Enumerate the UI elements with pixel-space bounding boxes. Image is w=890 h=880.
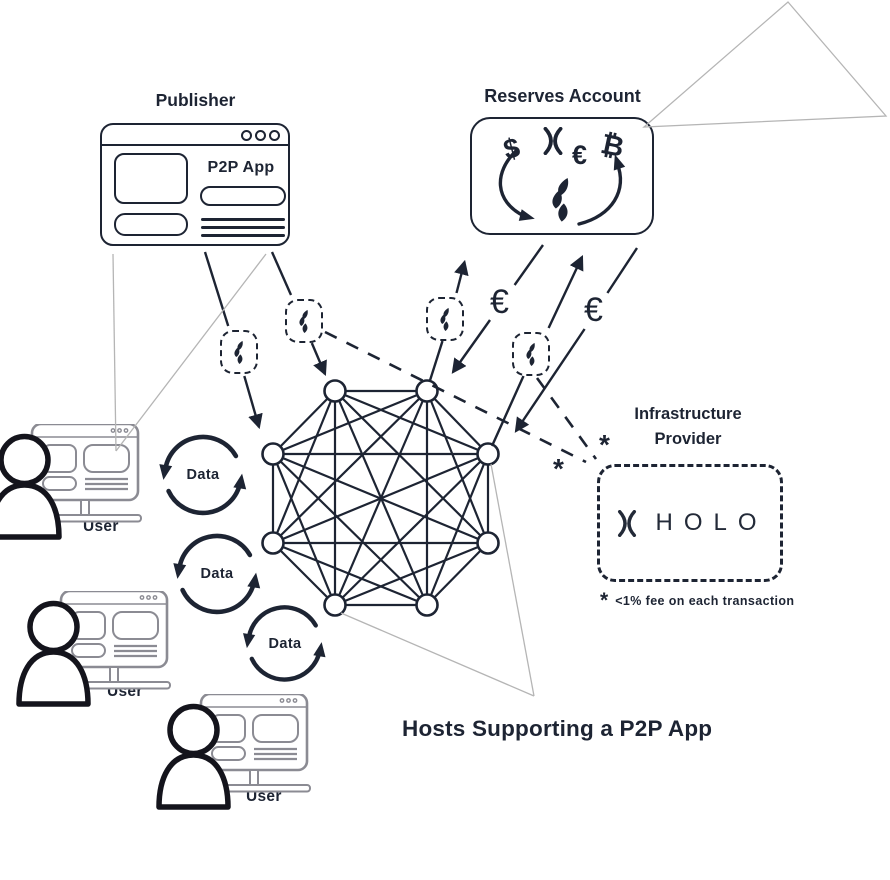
euro-payment-label: € — [584, 291, 603, 329]
bitcoin-sign: ₿ — [598, 127, 627, 164]
infrastructure-label-line2: Provider — [654, 430, 722, 448]
euro-sign: € — [572, 140, 588, 170]
holofuel-badge — [426, 297, 464, 341]
publisher-titlebar — [102, 125, 288, 146]
publisher-text-line — [201, 226, 285, 230]
user-label: User — [107, 683, 143, 700]
holo-currency-icon — [543, 127, 563, 155]
holofuel-badge — [220, 330, 258, 374]
user-label: User — [246, 788, 282, 805]
holofuel-badge — [285, 299, 323, 343]
data-flow-label: Data — [200, 566, 234, 582]
fee-footnote: * <1% fee on each transaction — [600, 589, 795, 612]
holofuel-flame-icon — [296, 309, 313, 334]
infrastructure-provider-box: HOLO — [597, 464, 783, 582]
infrastructure-provider-label: Infrastructure Provider — [597, 402, 779, 452]
publisher-small-pill — [114, 213, 188, 236]
dollar-sign: $ — [500, 131, 523, 166]
fee-asterisk: * — [599, 429, 610, 460]
user-label: User — [83, 518, 119, 535]
publisher-text-line — [201, 218, 285, 222]
publisher-browser-window: P2P App — [100, 123, 290, 246]
holofuel-flame-icon — [523, 342, 540, 367]
footnote-text: <1% fee on each transaction — [615, 594, 795, 608]
data-flow-label: Data — [268, 636, 302, 652]
publisher-pill — [200, 186, 286, 206]
publisher-content-block — [114, 153, 188, 204]
holo-logo-text: HOLO — [655, 509, 768, 536]
holofuel-badge — [512, 332, 550, 376]
reserves-label: Reserves Account — [484, 86, 641, 106]
holofuel-flame-icon — [437, 307, 454, 332]
infrastructure-label-line1: Infrastructure — [634, 405, 742, 423]
hosts-caption: Hosts Supporting a P2P App — [402, 716, 713, 741]
holofuel-flame-icon — [231, 340, 248, 365]
euro-payment-label: € — [490, 283, 509, 321]
p2p-app-label: P2P App — [207, 159, 275, 176]
publisher-text-line — [201, 234, 285, 238]
fee-asterisk: * — [553, 453, 564, 484]
publisher-label: Publisher — [155, 90, 236, 110]
reserves-account-box: $ € ₿ — [470, 117, 654, 235]
data-flow-label: Data — [186, 467, 220, 483]
holo-logo-icon — [618, 509, 637, 537]
window-dots-icon — [241, 130, 280, 141]
footnote-asterisk: * — [600, 589, 609, 612]
